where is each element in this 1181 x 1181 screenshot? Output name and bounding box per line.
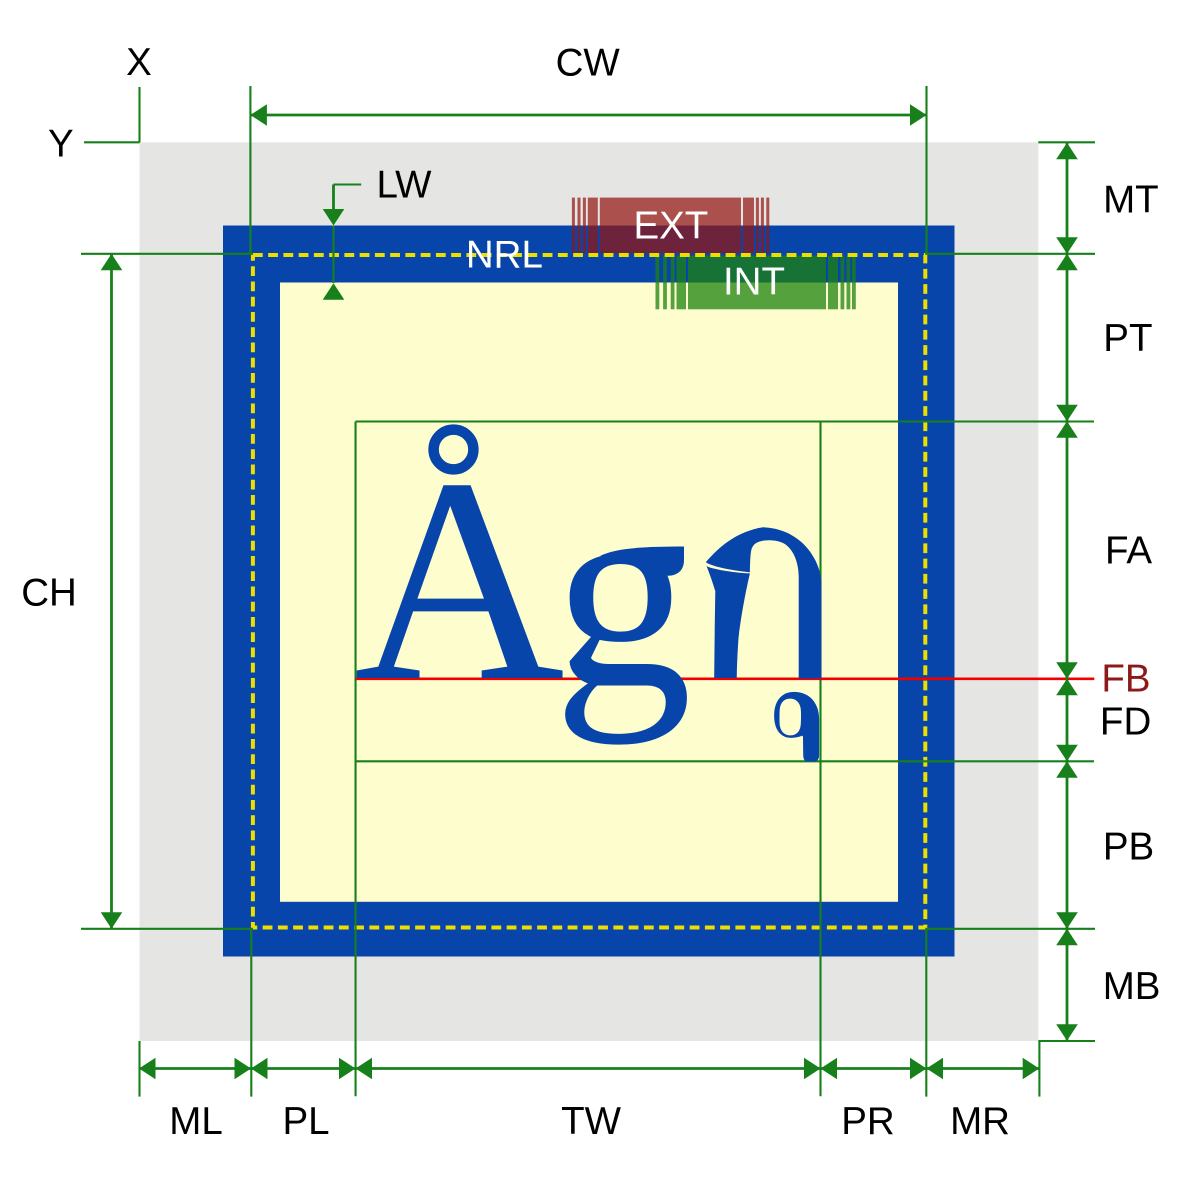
svg-text:CW: CW xyxy=(556,41,621,84)
svg-text:Y: Y xyxy=(48,123,74,166)
svg-text:TW: TW xyxy=(561,1100,622,1143)
svg-text:FD: FD xyxy=(1100,700,1151,743)
svg-text:ML: ML xyxy=(169,1100,222,1143)
svg-text:PB: PB xyxy=(1103,825,1154,868)
svg-text:MB: MB xyxy=(1103,965,1161,1008)
svg-text:CH: CH xyxy=(21,571,77,614)
svg-text:FB: FB xyxy=(1101,658,1150,701)
svg-text:MR: MR xyxy=(950,1100,1010,1143)
svg-text:X: X xyxy=(126,41,152,84)
svg-text:INT: INT xyxy=(723,260,785,303)
svg-text:g: g xyxy=(553,438,692,746)
svg-text:PR: PR xyxy=(841,1100,894,1143)
svg-text:PT: PT xyxy=(1103,317,1152,360)
svg-text:FA: FA xyxy=(1105,530,1152,573)
svg-text:MT: MT xyxy=(1103,178,1159,221)
svg-text:LW: LW xyxy=(377,164,433,207)
svg-text:NRL: NRL xyxy=(466,234,543,277)
svg-text:EXT: EXT xyxy=(633,204,708,247)
svg-text:PL: PL xyxy=(282,1100,329,1143)
